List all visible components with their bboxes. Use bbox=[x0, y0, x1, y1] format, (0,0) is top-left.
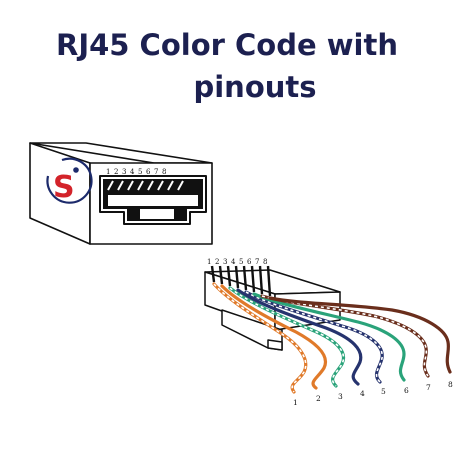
jack-pin-label: 7 bbox=[154, 168, 158, 176]
plug-pin-label: 8 bbox=[263, 258, 267, 266]
wire-stripe-pin-7 bbox=[261, 295, 429, 377]
jack-contact bbox=[147, 180, 154, 191]
plug-contact bbox=[226, 265, 232, 287]
jack-pin-labels: 1 2 3 4 5 6 7 8 bbox=[106, 168, 166, 176]
plug-pin-labels: 1 2 3 4 5 6 7 8 bbox=[207, 258, 267, 266]
wire-stripe-pin-1 bbox=[213, 283, 307, 393]
wire-end-labels: 1 2 3 4 5 6 7 8 bbox=[293, 380, 453, 407]
plug-contacts bbox=[210, 265, 272, 297]
title-line-2: pinouts bbox=[193, 70, 317, 104]
wire-pin-4 bbox=[236, 288, 363, 386]
title-line-1: RJ45 Color Code with bbox=[55, 28, 398, 62]
wire-label: 8 bbox=[448, 380, 453, 389]
wire-label: 7 bbox=[426, 383, 431, 392]
plug-pin-label: 6 bbox=[247, 258, 252, 266]
logo-dot bbox=[73, 167, 79, 173]
jack-pin-label: 4 bbox=[130, 168, 135, 176]
jack-pin-label: 3 bbox=[122, 168, 126, 176]
plug-pin-label: 2 bbox=[215, 258, 219, 266]
wire-label: 3 bbox=[338, 392, 343, 401]
jack-contact bbox=[117, 180, 124, 191]
wire-label: 6 bbox=[404, 386, 409, 395]
wire-pin-8 bbox=[268, 296, 452, 374]
wire-stripe-pin-3 bbox=[229, 287, 345, 387]
jack-pin-label: 6 bbox=[146, 168, 151, 176]
wire-label: 4 bbox=[360, 389, 365, 398]
wire-label: 5 bbox=[381, 387, 386, 396]
jack-contact bbox=[107, 180, 114, 191]
jack-contact bbox=[157, 180, 164, 191]
jack-pin-label: 2 bbox=[114, 168, 118, 176]
wire-label: 2 bbox=[316, 394, 321, 403]
plug-pin-label: 7 bbox=[255, 258, 259, 266]
plug-latch-tip bbox=[267, 339, 283, 351]
brand-logo: S bbox=[46, 157, 93, 205]
wire-stripe-pin-5 bbox=[245, 291, 383, 383]
plug-pin-label: 4 bbox=[231, 258, 236, 266]
plug-contact bbox=[210, 265, 216, 283]
plug-contact bbox=[242, 265, 248, 291]
plug-pin-label: 5 bbox=[239, 258, 243, 266]
logo-letter: S bbox=[53, 170, 75, 205]
wire-pin-2 bbox=[220, 284, 328, 390]
wire-group bbox=[212, 282, 452, 394]
plug-contact bbox=[218, 265, 224, 285]
jack-pin-label: 5 bbox=[138, 168, 142, 176]
logo-ring bbox=[46, 157, 93, 204]
jack-contacts bbox=[107, 180, 184, 191]
plug-contact bbox=[234, 265, 240, 289]
plug-contact bbox=[250, 265, 256, 293]
rj45-plug bbox=[204, 269, 341, 351]
plug-contact bbox=[258, 265, 264, 295]
jack-pin-shelf bbox=[108, 195, 198, 206]
jack-contact bbox=[137, 180, 144, 191]
jack-latch-slot bbox=[140, 209, 174, 219]
wire-label: 1 bbox=[293, 398, 298, 407]
plug-pin-label: 1 bbox=[207, 258, 211, 266]
jack-pin-label: 8 bbox=[162, 168, 166, 176]
plug-contact bbox=[266, 265, 272, 297]
jack-contact bbox=[177, 180, 184, 191]
jack-pin-label: 1 bbox=[106, 168, 110, 176]
jack-contact bbox=[167, 180, 174, 191]
jack-contact bbox=[127, 180, 134, 191]
plug-pin-label: 3 bbox=[223, 258, 227, 266]
wire-pin-6 bbox=[252, 292, 406, 382]
